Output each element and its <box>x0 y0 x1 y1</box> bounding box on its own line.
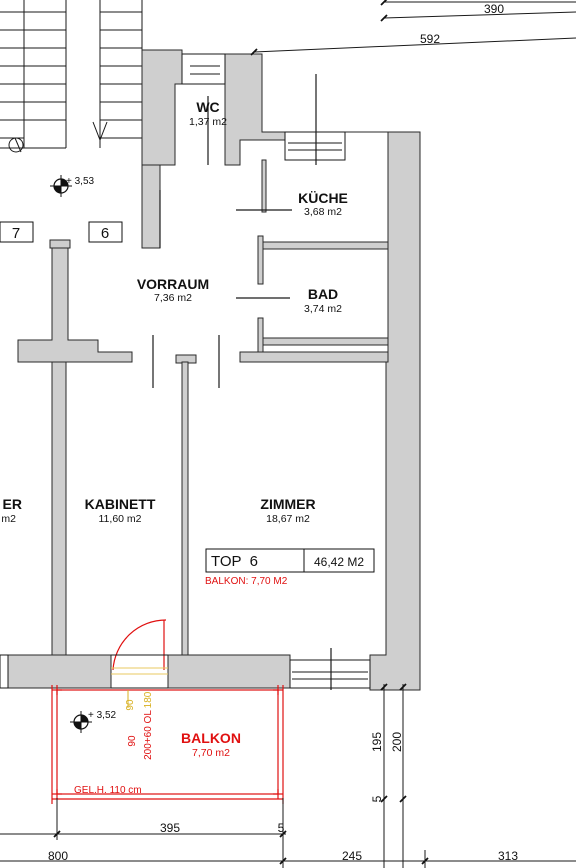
windows <box>0 53 371 689</box>
level-marker-balkon: + 3,52 <box>70 710 117 733</box>
room-kabinett-name: KABINETT <box>85 496 156 512</box>
unit-tag-right: 6 <box>101 225 109 242</box>
room-vorraum-name: VORRAUM <box>137 276 209 292</box>
dim-top-592: 592 <box>420 32 440 46</box>
dimension-ticks <box>53 0 429 865</box>
room-bad-name: BAD <box>308 286 338 302</box>
unit-label: TOP 6 <box>211 553 258 570</box>
walls <box>7 49 421 691</box>
room-vorraum-area: 7,36 m2 <box>154 292 192 304</box>
door-top-yellow: 180 <box>143 691 154 708</box>
dim-bottom-313: 313 <box>498 849 518 863</box>
room-wc-area: 1,37 m2 <box>189 116 227 128</box>
unit-tags: 7 6 <box>0 221 123 243</box>
dim-right-5: 5 <box>370 795 384 802</box>
room-balkon-area: 7,70 m2 <box>192 747 230 759</box>
dim-right-195: 195 <box>370 732 384 752</box>
room-kabinett-area: 11,60 m2 <box>99 513 142 525</box>
door-height-red: 200+60 OL <box>143 710 154 760</box>
dim-top-390: 390 <box>484 2 504 16</box>
unit-balkon-note: BALKON: 7,70 M2 <box>205 576 288 587</box>
room-zimmer-name: ZIMMER <box>260 496 315 512</box>
dim-bottom-5: 5 <box>278 821 285 835</box>
dim-right-200: 200 <box>390 732 404 752</box>
room-balkon-name: BALKON <box>181 730 241 746</box>
level-stair-text: + 3,53 <box>66 176 95 187</box>
unit-tag-left: 7 <box>12 225 20 242</box>
dim-bottom-245: 245 <box>342 849 362 863</box>
level-balkon-text: + 3,52 <box>88 710 117 721</box>
dim-bottom-800: 800 <box>48 849 68 863</box>
room-kueche-name: KÜCHE <box>298 190 348 206</box>
room-neighbor-name: ER <box>3 496 22 512</box>
unit-summary-box: TOP 6 46,42 M2 BALKON: 7,70 M2 <box>205 548 375 587</box>
room-bad-area: 3,74 m2 <box>304 303 342 315</box>
room-kueche-area: 3,68 m2 <box>304 206 342 218</box>
room-wc-name: WC <box>196 99 219 115</box>
staircase <box>0 0 143 153</box>
door-small-red: 90 <box>127 735 138 747</box>
unit-area: 46,42 M2 <box>314 555 364 569</box>
railing-note: GEL.H. 110 cm <box>74 785 142 796</box>
room-neighbor-area: m2 <box>1 513 16 525</box>
interior-lines <box>152 74 332 690</box>
balcony-door <box>111 619 168 689</box>
dim-bottom-395: 395 <box>160 821 180 835</box>
room-zimmer-area: 18,67 m2 <box>266 513 310 525</box>
level-marker-stair: + 3,53 <box>50 175 95 197</box>
balcony-outline <box>51 685 284 804</box>
door-width-yellow: 90 <box>125 699 136 711</box>
